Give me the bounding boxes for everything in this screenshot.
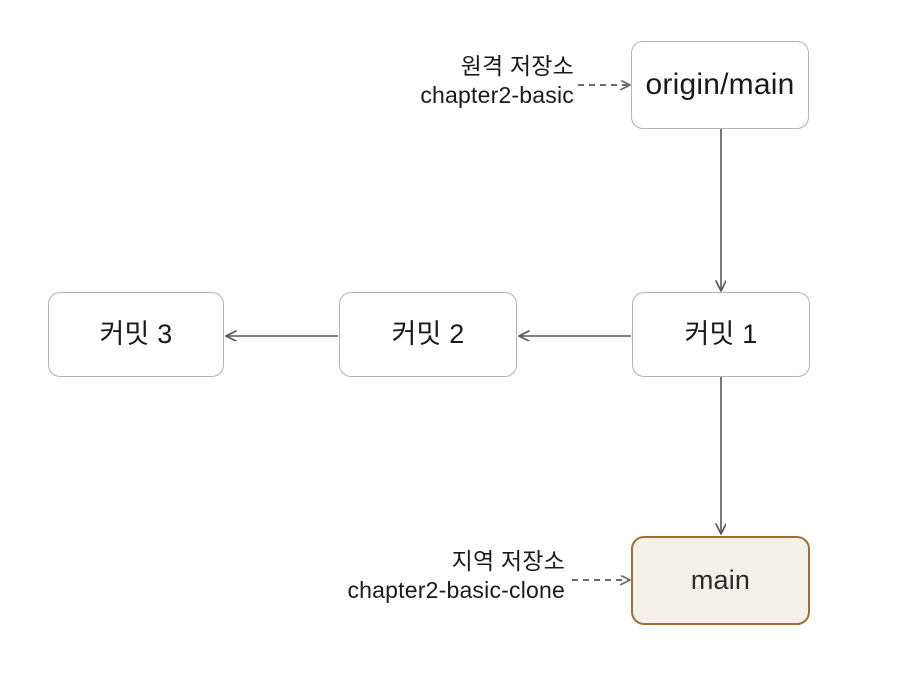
node-commit-1[interactable]: 커밋 1 <box>632 292 810 377</box>
annotation-remote-repo-title: 원격 저장소 <box>460 53 574 79</box>
annotation-local-repo: 지역 저장소 chapter2-basic-clone <box>220 547 565 606</box>
node-commit-3-label: 커밋 3 <box>99 319 173 349</box>
node-commit-1-label: 커밋 1 <box>684 319 758 349</box>
annotation-local-repo-name: chapter2-basic-clone <box>347 577 565 604</box>
annotation-local-repo-title: 지역 저장소 <box>451 548 565 574</box>
node-commit-2-label: 커밋 2 <box>391 319 465 349</box>
node-commit-2[interactable]: 커밋 2 <box>339 292 517 377</box>
node-main-label: main <box>690 565 751 595</box>
node-main[interactable]: main <box>631 536 810 625</box>
node-origin-main[interactable]: origin/main <box>631 41 809 129</box>
node-origin-main-label: origin/main <box>645 68 795 101</box>
node-commit-3[interactable]: 커밋 3 <box>48 292 224 377</box>
annotation-remote-repo-name: chapter2-basic <box>420 82 574 109</box>
annotation-remote-repo: 원격 저장소 chapter2-basic <box>300 52 574 111</box>
